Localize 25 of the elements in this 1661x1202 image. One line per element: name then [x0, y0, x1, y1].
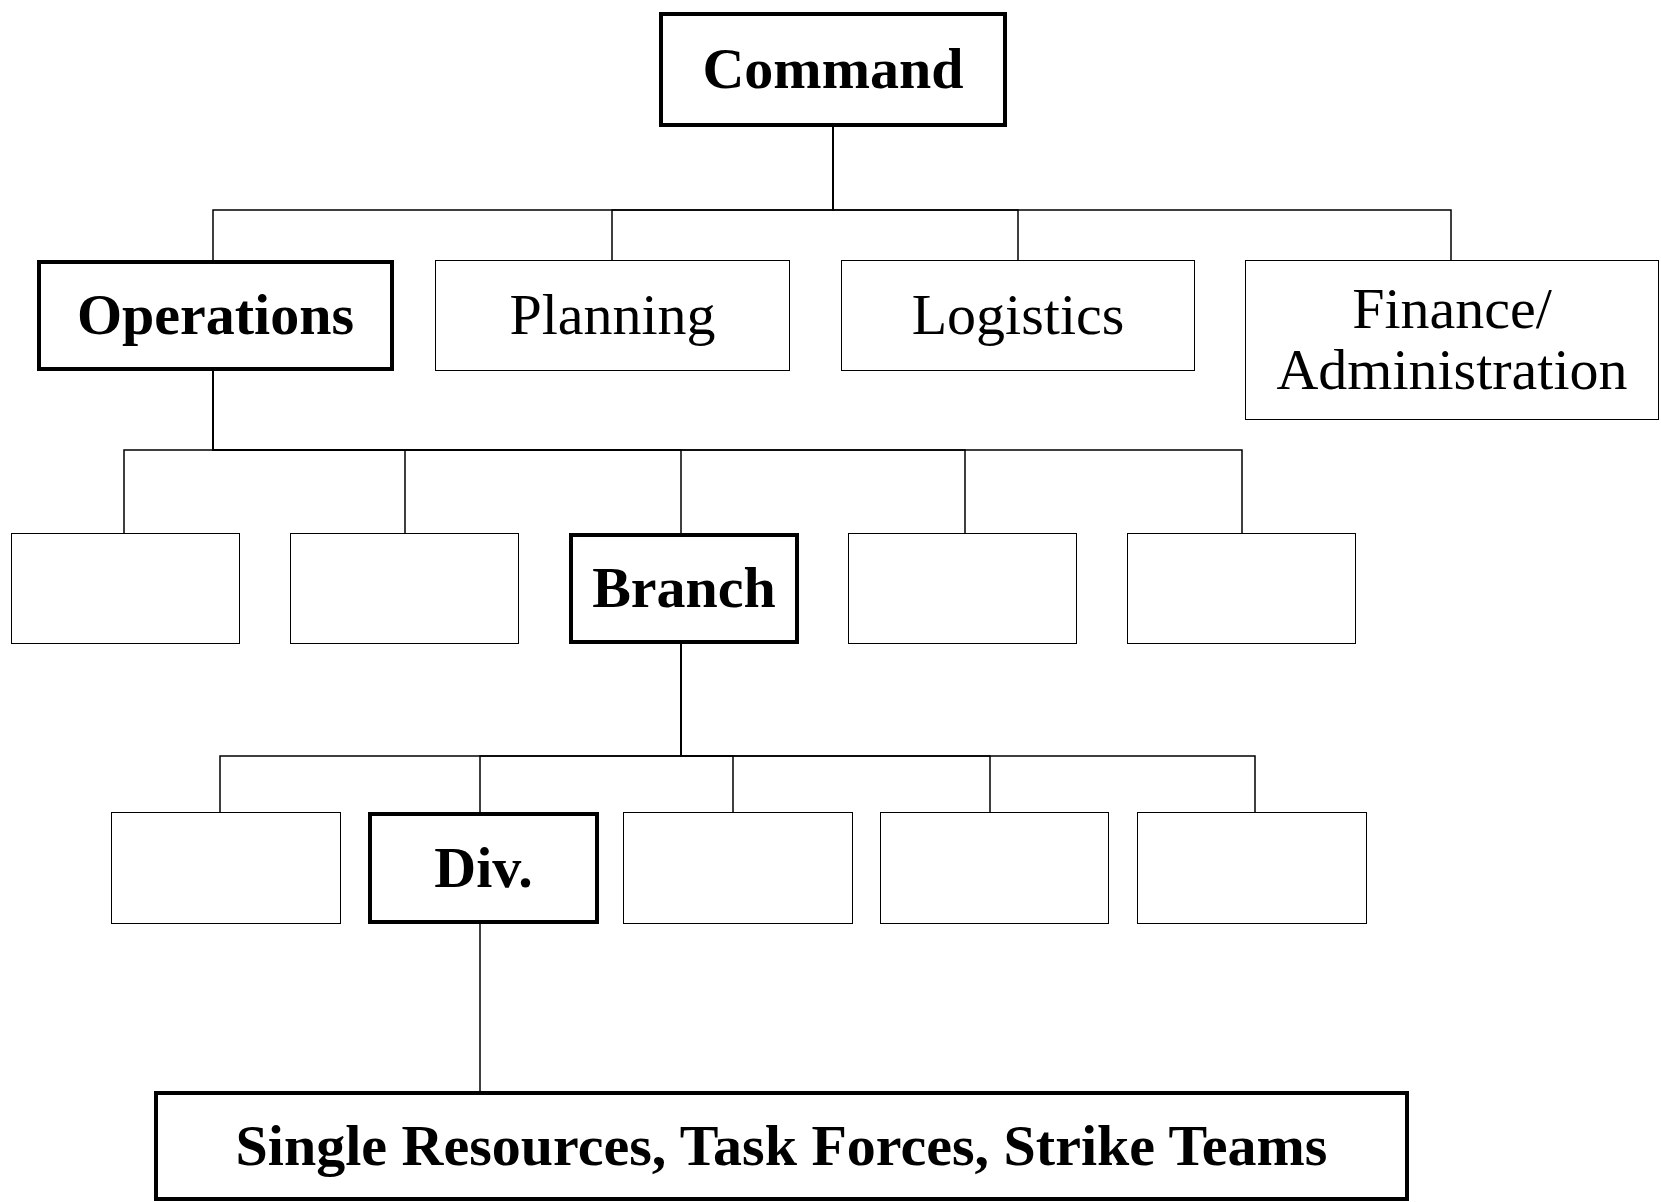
empty-box [290, 533, 519, 644]
connector-line [479, 923, 481, 1092]
org-box [659, 12, 1007, 127]
org-box [1245, 260, 1659, 420]
org-box [154, 1091, 1409, 1201]
org-box [569, 533, 799, 644]
org-box [37, 260, 394, 371]
box-label: Single Resources, Task Forces, Strike Teams [235, 1115, 1328, 1177]
empty-box [11, 533, 240, 644]
org-box [368, 812, 599, 924]
box-label: Div. [434, 837, 533, 899]
box-label: Planning [509, 285, 716, 346]
box-label: Branch [592, 558, 776, 619]
empty-box [111, 812, 341, 924]
empty-box [623, 812, 853, 924]
empty-box [880, 812, 1109, 924]
empty-box [1137, 812, 1367, 924]
box-label: Operations [76, 285, 355, 346]
org-box [841, 260, 1195, 371]
box-label: Finance/ Administration [1275, 279, 1629, 401]
org-box [435, 260, 790, 371]
empty-box [848, 533, 1077, 644]
box-label: Logistics [911, 285, 1125, 346]
empty-box [1127, 533, 1356, 644]
box-label: Command [702, 39, 964, 100]
